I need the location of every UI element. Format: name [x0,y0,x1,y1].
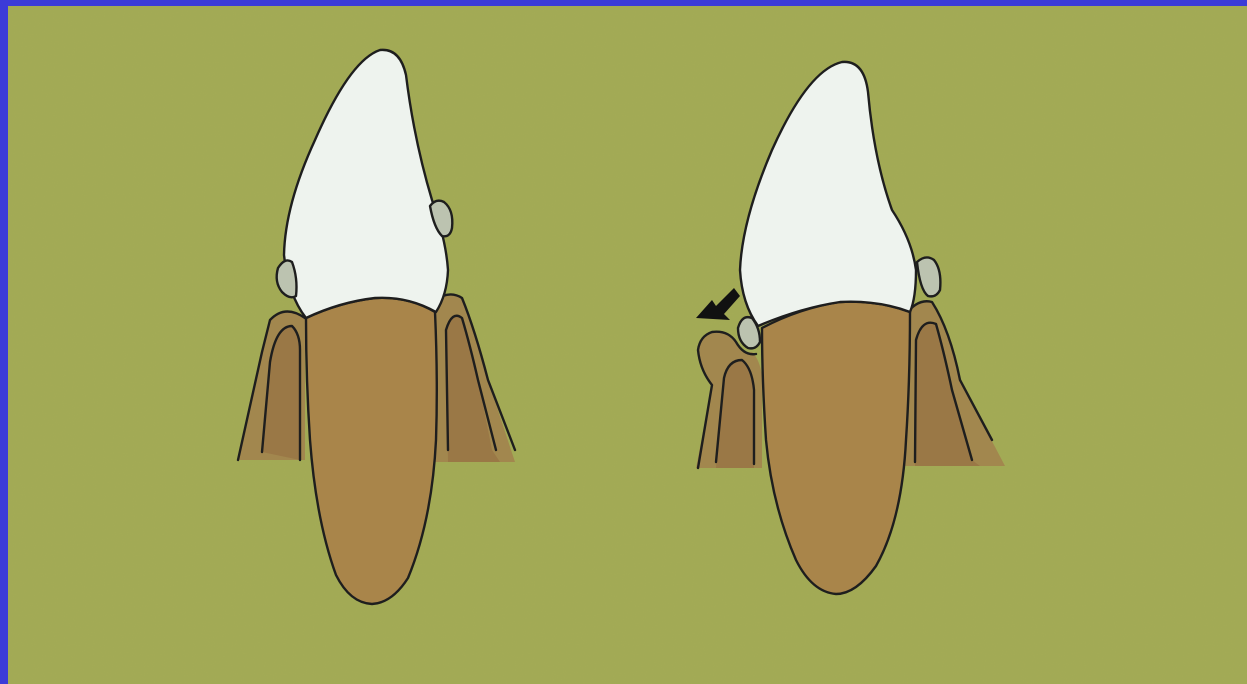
tooth-diagram [8,6,1247,684]
diagram-canvas [8,6,1247,684]
paper-texture [8,6,1247,684]
